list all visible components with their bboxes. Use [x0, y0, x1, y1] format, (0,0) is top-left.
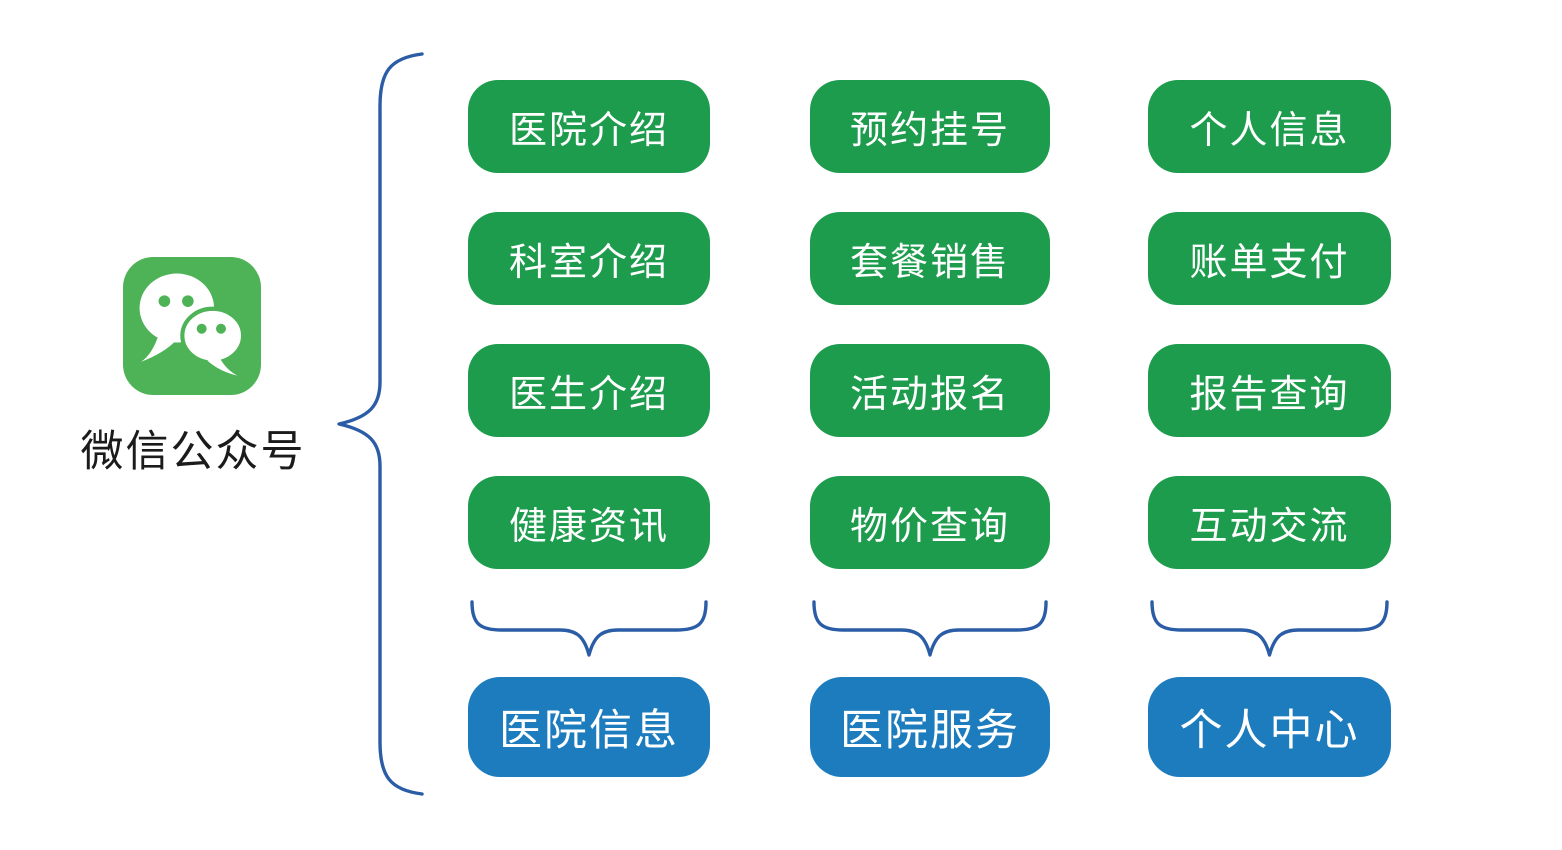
node-doctor-intro: 医生介绍: [468, 344, 710, 437]
main-brace: [337, 52, 424, 796]
node-personal-info: 个人信息: [1148, 80, 1391, 173]
node-appointment-booking: 预约挂号: [810, 80, 1050, 173]
root-label: 微信公众号: [80, 428, 306, 476]
group-hospital-info: 医院信息: [468, 677, 710, 777]
group-hospital-services: 医院服务: [810, 677, 1050, 777]
node-activity-signup: 活动报名: [810, 344, 1050, 437]
node-price-inquiry: 物价查询: [810, 476, 1050, 569]
group-personal-center: 个人中心: [1148, 677, 1391, 777]
node-interaction: 互动交流: [1148, 476, 1391, 569]
column-brace-hospital-services: [812, 600, 1048, 657]
node-hospital-intro: 医院介绍: [468, 80, 710, 173]
column-brace-hospital-info: [470, 600, 708, 657]
node-bill-payment: 账单支付: [1148, 212, 1391, 305]
wechat-icon: [123, 257, 261, 395]
column-brace-personal-center: [1150, 600, 1389, 657]
node-report-inquiry: 报告查询: [1148, 344, 1391, 437]
node-package-sales: 套餐销售: [810, 212, 1050, 305]
node-health-news: 健康资讯: [468, 476, 710, 569]
node-department-intro: 科室介绍: [468, 212, 710, 305]
